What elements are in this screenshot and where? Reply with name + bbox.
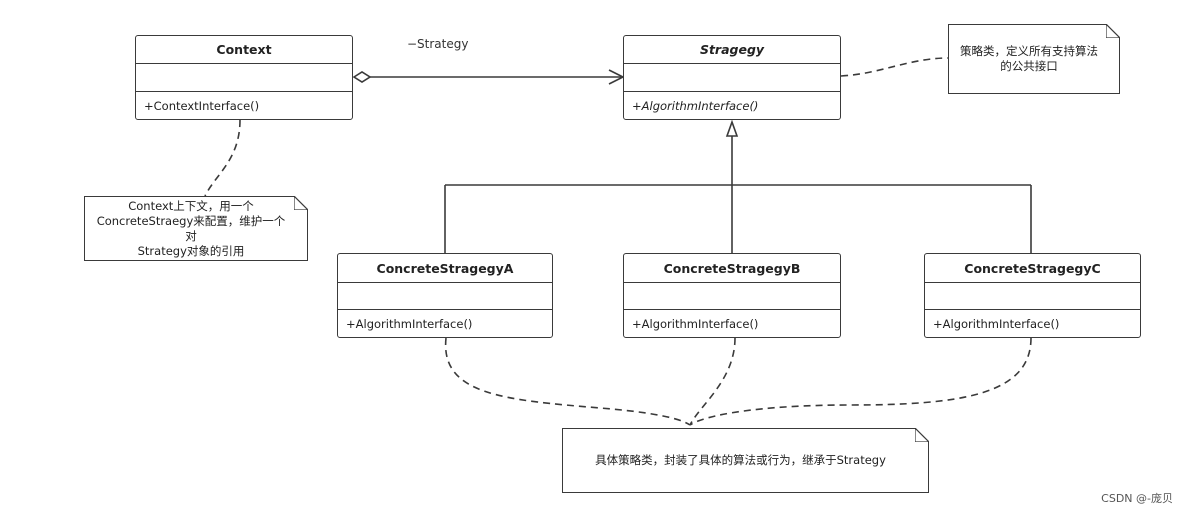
inheritance-connector (444, 119, 1032, 253)
note-concrete[interactable]: 具体策略类，封装了具体的算法或行为，继承于Strategy (562, 428, 929, 493)
note-fold-icon (294, 196, 308, 210)
note-line: ConcreteStraegy来配置，维护一个对 (96, 213, 286, 243)
association-label: −Strategy (407, 37, 469, 51)
note-text: Context上下文，用一个 ConcreteStraegy来配置，维护一个对 … (93, 199, 289, 259)
class-concrete-c[interactable]: ConcreteStragegyC +AlgorithmInterface() (924, 253, 1141, 338)
note-text: 策略类，定义所有支持算法 的公共接口 (960, 44, 1098, 74)
class-concrete-b[interactable]: ConcreteStragegyB +AlgorithmInterface() (623, 253, 841, 338)
class-operation: +AlgorithmInterface() (925, 309, 1140, 337)
note-anchor-lines (204, 57, 1032, 426)
note-fold-icon (1106, 24, 1120, 38)
class-concrete-a[interactable]: ConcreteStragegyA +AlgorithmInterface() (337, 253, 553, 338)
note-line: 的公共接口 (1000, 59, 1058, 73)
note-line: 策略类，定义所有支持算法 (960, 44, 1098, 58)
class-strategy[interactable]: Stragegy +AlgorithmInterface() (623, 35, 841, 120)
note-text: 具体策略类，封装了具体的算法或行为，继承于Strategy (595, 453, 886, 467)
note-context[interactable]: Context上下文，用一个 ConcreteStraegy来配置，维护一个对 … (84, 196, 308, 261)
class-name: ConcreteStragegyC (964, 260, 1101, 276)
class-name: ConcreteStragegyA (376, 260, 514, 276)
aggregation-connector (352, 69, 625, 85)
class-operation: +AlgorithmInterface() (338, 309, 552, 337)
class-operation: +AlgorithmInterface() (624, 309, 840, 337)
watermark: CSDN @-庞贝 (1101, 492, 1173, 505)
class-name: Stragegy (699, 42, 765, 57)
class-context[interactable]: Context +ContextInterface() (135, 35, 353, 120)
class-attributes (338, 282, 552, 309)
class-operation: +ContextInterface() (136, 91, 352, 119)
class-name: Context (216, 42, 272, 57)
class-name: ConcreteStragegyB (663, 260, 801, 276)
note-line: Strategy对象的引用 (137, 243, 245, 258)
note-fold-icon (915, 428, 929, 442)
note-line: Context上下文，用一个 (128, 198, 254, 213)
class-attributes (624, 282, 840, 309)
class-operation: +AlgorithmInterface() (624, 91, 840, 119)
note-strategy[interactable]: 策略类，定义所有支持算法 的公共接口 (948, 24, 1120, 94)
class-attributes (624, 63, 840, 91)
class-attributes (136, 63, 352, 91)
class-attributes (925, 282, 1140, 309)
